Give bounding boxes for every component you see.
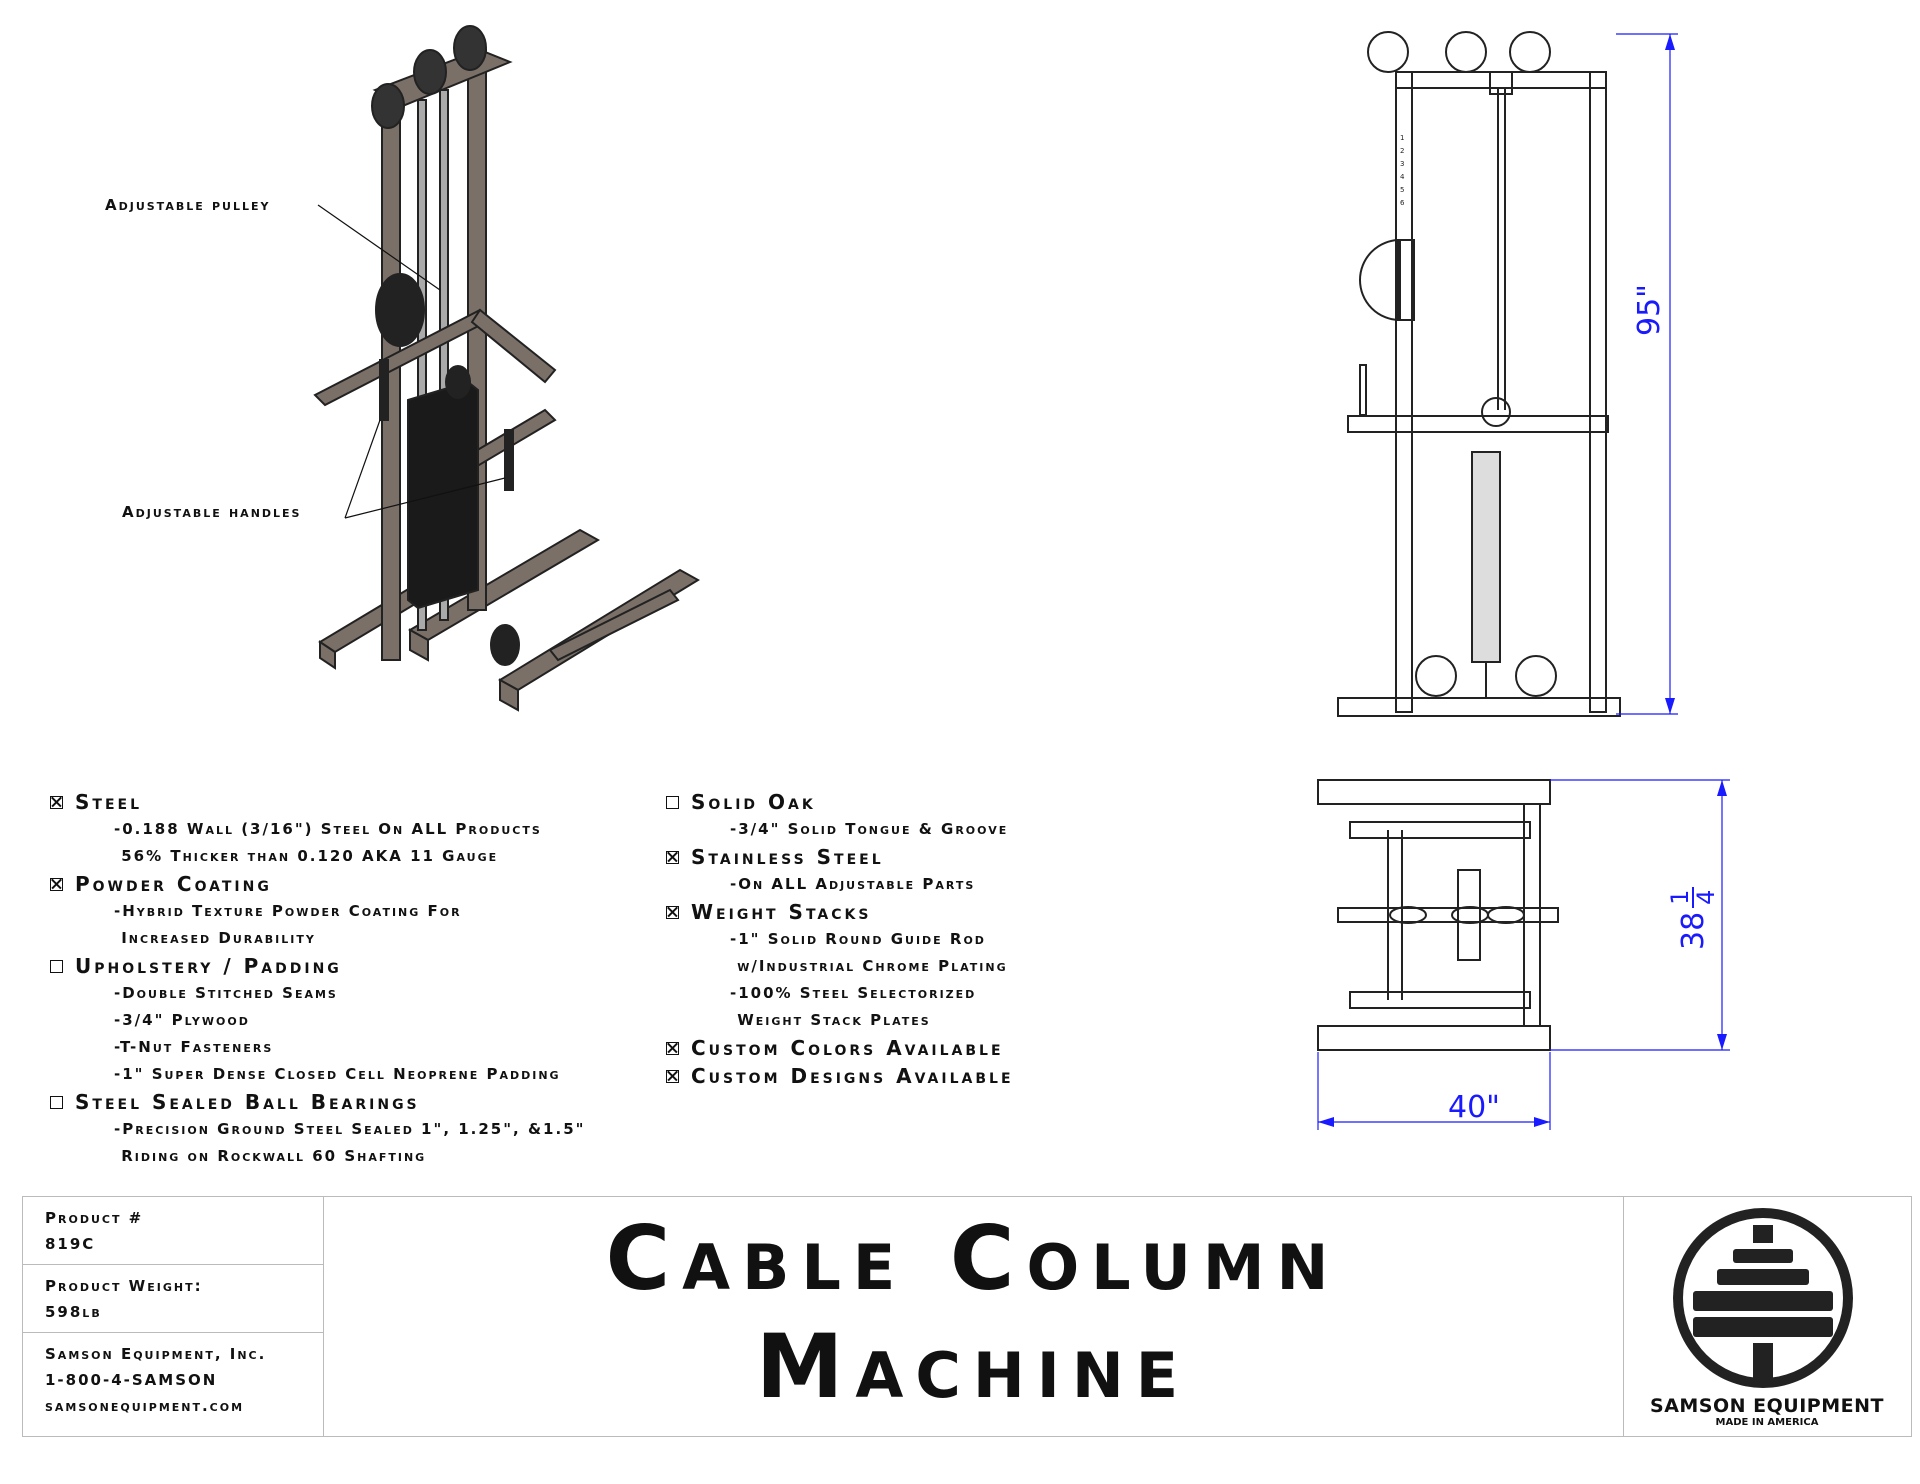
unchecked-box-icon [666,795,679,809]
spec-heading: Upholstery / Padding [50,952,670,980]
unchecked-box-icon [50,1095,63,1109]
spec-heading: Stainless Steel [666,843,1086,871]
spec-detail-line: 56% Thicker than 0.120 AKA 11 Gauge [114,847,499,865]
dimension-depth-denominator: 4 [1692,889,1720,905]
svg-text:6: 6 [1400,199,1405,207]
spec-heading-text: Stainless Steel [691,845,884,869]
svg-text:3: 3 [1400,160,1404,168]
specs-left-column: Steel -0.188 Wall (3/16") Steel On ALL Pr… [50,788,670,1170]
spec-heading-text: Upholstery / Padding [75,954,342,978]
samson-logo [1673,1208,1853,1388]
spec-heading-text: Powder Coating [75,872,272,896]
spec-heading: Steel [50,788,670,816]
company-website: samsonequipment.com [45,1397,245,1415]
checked-box-icon [50,795,63,809]
spec-detail-line: -Double Stitched Seams [114,984,338,1002]
svg-text:5: 5 [1400,186,1404,194]
spec-detail-line: -T-Nut Fasteners [114,1038,274,1056]
checked-box-icon [666,1041,679,1055]
checked-box-icon [666,850,679,864]
machine-isometric-drawing [313,25,700,712]
logo-tagline: MADE IN AMERICA [1715,1417,1819,1428]
svg-text:1: 1 [1400,134,1404,142]
unchecked-box-icon [50,959,63,973]
svg-text:4: 4 [1400,173,1405,181]
spec-heading: Powder Coating [50,870,670,898]
product-weight-cell: Product Weight: 598lb [23,1265,323,1333]
spec-heading-text: Steel [75,790,143,814]
spec-detail-line: w/Industrial Chrome Plating [730,957,1008,975]
product-number-label: Product # [45,1209,144,1227]
dimension-depth-numerator: 1 [1666,886,1694,908]
spec-detail-line: -On ALL Adjustable Parts [730,875,976,893]
spec-heading: Custom Colors Available [666,1034,1086,1062]
title-block: Product # 819C Product Weight: 598lb Sam… [22,1196,1912,1437]
spec-detail-line: Weight Stack Plates [730,1011,931,1029]
spec-detail-line: -3/4" Solid Tongue & Groove [730,820,1009,838]
dimension-width: 40" [1448,1090,1500,1125]
top-plan-drawing [1317,779,1730,1130]
spec-heading-text: Solid Oak [691,790,816,814]
company-name: Samson Equipment, Inc. [45,1345,267,1363]
company-info-cell: Samson Equipment, Inc. 1-800-4-SAMSON sa… [23,1333,323,1436]
checked-box-icon [666,905,679,919]
spec-heading: Weight Stacks [666,898,1086,926]
spec-heading-text: Custom Designs Available [691,1064,1014,1088]
spec-heading-text: Steel Sealed Ball Bearings [75,1090,420,1114]
title-line-1: Cable Column [605,1207,1341,1310]
checked-box-icon [50,877,63,891]
product-number-value: 819C [45,1235,96,1253]
spec-detail-line: -3/4" Plywood [114,1011,250,1029]
checked-box-icon [666,1069,679,1083]
spec-detail-line: -100% Steel Selectorized [730,984,977,1002]
dimension-height: 95" [1632,284,1667,336]
spec-detail-line: Increased Durability [114,929,316,947]
title-line-2: Machine [755,1315,1191,1418]
spec-heading: Custom Designs Available [666,1062,1086,1090]
spec-heading: Solid Oak [666,788,1086,816]
side-elevation-drawing: 1 2 3 4 5 6 [1337,31,1678,717]
spec-detail-line: -Precision Ground Steel Sealed 1", 1.25"… [114,1120,586,1138]
spec-heading: Steel Sealed Ball Bearings [50,1088,670,1116]
dimension-depth: 38 1 4 [1666,886,1720,950]
spec-detail-line: -0.188 Wall (3/16") Steel On ALL Product… [114,820,542,838]
dimension-depth-whole: 38 [1675,911,1711,950]
callout-adjustable-pulley: Adjustable pulley [105,196,271,214]
product-number-cell: Product # 819C [23,1197,323,1265]
spec-detail-line: -Hybrid Texture Powder Coating For [114,902,462,920]
logo-name: SAMSON EQUIPMENT [1650,1395,1884,1417]
spec-detail-line: -1" Super Dense Closed Cell Neoprene Pad… [114,1065,561,1083]
product-weight-label: Product Weight: [45,1277,203,1295]
callout-adjustable-handles: Adjustable handles [122,503,302,521]
spec-detail-line: Riding on Rockwall 60 Shafting [114,1147,427,1165]
spec-detail-line: -1" Solid Round Guide Rod [730,930,986,948]
spec-heading-text: Weight Stacks [691,900,872,924]
company-phone: 1-800-4-SAMSON [45,1371,218,1389]
product-weight-value: 598lb [45,1303,102,1321]
svg-text:2: 2 [1400,147,1404,155]
spec-heading-text: Custom Colors Available [691,1036,1004,1060]
